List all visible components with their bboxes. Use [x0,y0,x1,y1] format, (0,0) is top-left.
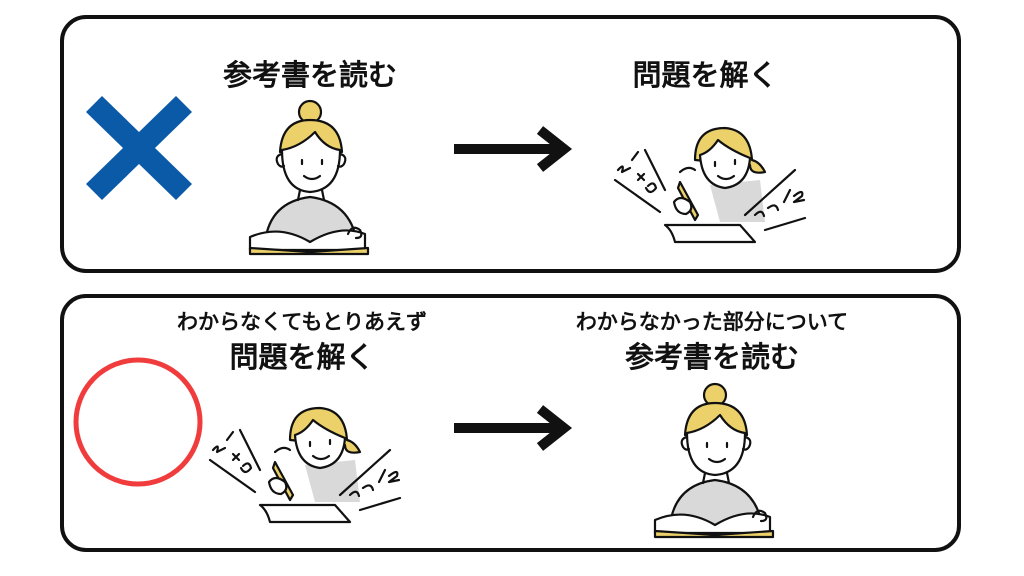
arrow-right-icon [454,126,573,172]
girl-solving-problems-illustration [195,390,415,530]
arrow-right-icon [454,405,573,451]
bottom-left-subtitle: わからなくてもとりあえず [177,310,427,334]
woman-reading-illustration [645,375,785,545]
bottom-right-subtitle: わからなかった部分について [575,310,849,334]
top-right-title: 問題を解く [632,58,778,92]
bottom-right-title: 参考書を読む [624,340,800,374]
panel-wrong-method [60,15,961,273]
bottom-left-title: 問題を解く [229,340,375,374]
girl-solving-problems-illustration [600,110,820,250]
woman-reading-illustration [240,92,380,262]
top-left-title: 参考書を読む [222,58,398,92]
x-mark-icon [86,96,192,200]
circle-mark-icon [73,357,203,487]
panel-right-method [60,294,961,552]
